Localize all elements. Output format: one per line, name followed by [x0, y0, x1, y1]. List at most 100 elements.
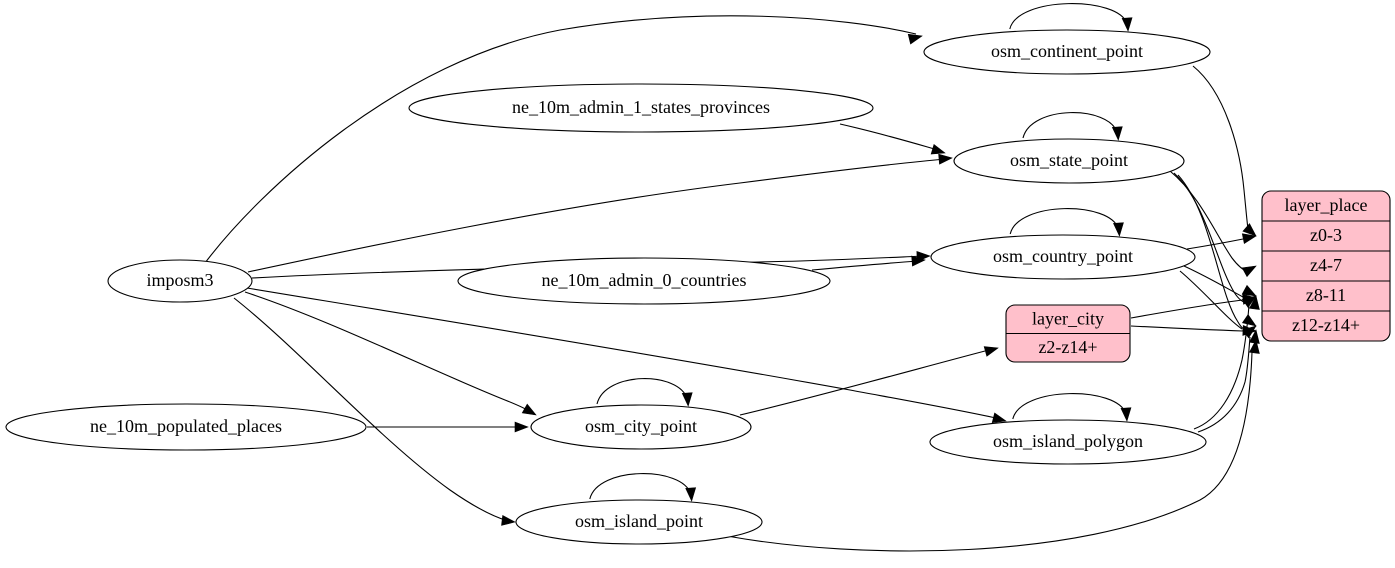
record-row-label-layer_place-z4[interactable]: z4-7: [1310, 255, 1342, 275]
edge-path: [1130, 299, 1244, 319]
edge-path: [1197, 336, 1251, 433]
self-loop-osm_island_point: [589, 473, 697, 502]
arrow-head-icon: [991, 412, 1007, 423]
arrow-head-icon: [930, 143, 946, 155]
arrow-head-icon: [1121, 17, 1133, 32]
node-shape-osm_island_polygon: [929, 419, 1207, 465]
edge-imposm3-to-osm_island_polygon: [246, 287, 1007, 423]
record-nodes-layer: layer_city z2-z14+ layer_place z0-3 z4-7 z8-1…: [1005, 190, 1391, 363]
arrow-head-icon: [501, 515, 516, 526]
record-row-label-layer_city-header[interactable]: layer_city: [1032, 308, 1104, 328]
arrow-head-icon: [1241, 233, 1257, 244]
arrow-head-icon: [514, 421, 529, 433]
node-label-ne_10m_populated_places: ne_10m_populated_places: [90, 416, 282, 436]
node-label-osm_country_point: osm_country_point: [993, 246, 1133, 266]
edge-osm_island_point-to-layer_place-z12: [726, 339, 1260, 552]
edge-path: [1192, 65, 1249, 230]
edges-layer: [204, 15, 1260, 552]
arrow-head-icon: [1241, 314, 1257, 327]
node-osm_country_point[interactable]: osm_country_point: [930, 234, 1196, 280]
node-osm_city_point[interactable]: osm_city_point: [530, 404, 752, 450]
self-loop-path: [589, 473, 692, 500]
edge-path: [726, 351, 1253, 552]
node-label-osm_continent_point: osm_continent_point: [991, 41, 1143, 61]
self-loop-osm_country_point: [1009, 208, 1124, 237]
self-loop-osm_continent_point: [1009, 3, 1133, 32]
self-loop-osm_state_point: [1022, 112, 1123, 141]
node-label-osm_island_polygon: osm_island_polygon: [993, 431, 1143, 451]
arrow-head-icon: [521, 403, 537, 416]
node-shape-ne_10m_admin_0_countries: [457, 257, 831, 305]
node-shape-osm_island_point: [515, 499, 763, 545]
edge-path: [204, 15, 917, 264]
edge-layer_city-to-layer_place-z12: [1130, 325, 1257, 336]
arrow-head-icon: [983, 346, 999, 357]
arrow-head-icon: [1242, 223, 1257, 237]
self-loop-osm_city_point: [596, 378, 693, 407]
node-ne_10m_admin_1_states_provinces[interactable]: ne_10m_admin_1_states_provinces: [408, 83, 874, 133]
edge-ne_10m_populated_places-to-osm_city_point: [367, 421, 529, 433]
record-row-label-layer_place-z0[interactable]: z0-3: [1310, 225, 1342, 245]
arrow-head-icon: [1241, 284, 1257, 297]
self-loop-path: [596, 378, 688, 405]
record-node-layer_place[interactable]: layer_place z0-3 z4-7 z8-11 z12-z14+: [1261, 190, 1391, 342]
edge-imposm3-to-osm_state_point: [247, 153, 953, 273]
arrow-head-icon: [1120, 407, 1132, 422]
record-node-layer_city[interactable]: layer_city z2-z14+: [1005, 304, 1131, 363]
node-label-ne_10m_admin_1_states_provinces: ne_10m_admin_1_states_provinces: [512, 97, 770, 117]
node-osm_continent_point[interactable]: osm_continent_point: [923, 29, 1211, 75]
edge-imposm3-to-osm_continent_point: [204, 15, 923, 264]
edge-imposm3-to-osm_city_point: [244, 291, 537, 416]
edge-osm_city_point-to-layer_city-z2: [739, 346, 999, 416]
node-ne_10m_populated_places[interactable]: ne_10m_populated_places: [5, 403, 367, 451]
node-shape-ne_10m_admin_1_states_provinces: [408, 83, 874, 133]
arrow-head-icon: [1111, 126, 1123, 141]
node-osm_state_point[interactable]: osm_state_point: [953, 138, 1185, 184]
edge-osm_island_polygon-to-layer_place-z12: [1197, 329, 1260, 433]
edge-osm_island_polygon-to-layer_place-z8: [1193, 295, 1260, 430]
arrow-head-icon: [938, 153, 953, 165]
record-box-layer_place: [1261, 190, 1391, 342]
edge-ne_10m_admin_0_countries-to-osm_country_point: [811, 255, 926, 271]
arrow-head-icon: [907, 33, 923, 45]
node-osm_island_polygon[interactable]: osm_island_polygon: [929, 419, 1207, 465]
node-shape-ne_10m_populated_places: [5, 403, 367, 451]
record-row-label-layer_place-z8[interactable]: z8-11: [1306, 285, 1346, 305]
edge-path: [839, 123, 939, 151]
arrow-head-icon: [1113, 222, 1124, 237]
arrow-head-icon: [1242, 325, 1257, 336]
arrow-head-icon: [1241, 265, 1257, 278]
node-label-osm_state_point: osm_state_point: [1010, 150, 1128, 170]
node-label-imposm3: imposm3: [146, 270, 213, 290]
node-label-osm_city_point: osm_city_point: [585, 416, 697, 436]
edge-path: [244, 291, 531, 413]
node-label-osm_island_point: osm_island_point: [575, 511, 703, 531]
node-ne_10m_admin_0_countries[interactable]: ne_10m_admin_0_countries: [457, 257, 831, 305]
node-osm_island_point[interactable]: osm_island_point: [515, 499, 763, 545]
arrow-head-icon: [681, 392, 693, 407]
edge-layer_city-to-layer_place-z8: [1130, 293, 1257, 319]
record-row-label-layer_place-z12[interactable]: z12-z14+: [1292, 315, 1360, 335]
edge-osm_country_point-to-layer_place-z4: [1186, 233, 1257, 250]
node-shape-imposm3: [107, 259, 253, 303]
arrow-head-icon: [1249, 339, 1260, 354]
node-label-ne_10m_admin_0_countries: ne_10m_admin_0_countries: [542, 270, 747, 290]
node-shape-osm_continent_point: [923, 29, 1211, 75]
record-row-label-layer_place-header[interactable]: layer_place: [1285, 195, 1368, 215]
arrow-head-icon: [1242, 293, 1257, 305]
node-shape-osm_state_point: [953, 138, 1185, 184]
nodes-layer: imposm3 ne_10m_populated_places ne_10m_adm…: [5, 29, 1211, 545]
self-loop-osm_island_polygon: [1012, 393, 1132, 422]
self-loop-path: [1022, 112, 1118, 139]
edge-path: [1186, 238, 1244, 250]
edge-imposm3-to-osm_island_point: [233, 297, 516, 526]
self-loop-path: [1012, 393, 1127, 420]
arrow-head-icon: [1249, 329, 1260, 344]
edge-osm_country_point-to-layer_place-z8: [1183, 265, 1257, 298]
edge-path: [1183, 265, 1244, 298]
node-imposm3[interactable]: imposm3: [107, 259, 253, 303]
arrow-head-icon: [685, 487, 697, 502]
record-row-label-layer_city-z2[interactable]: z2-z14+: [1038, 337, 1097, 357]
